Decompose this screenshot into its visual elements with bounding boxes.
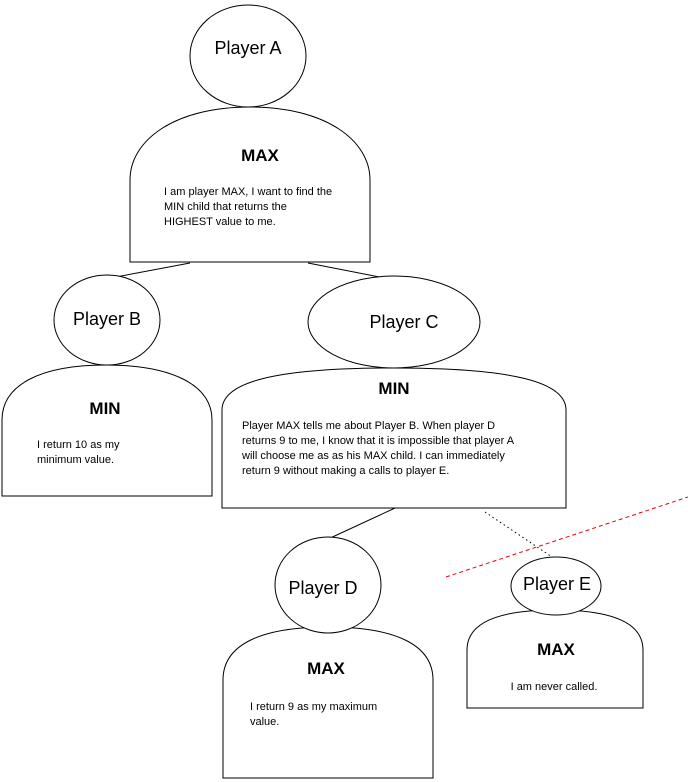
player-d-head	[274, 536, 382, 634]
node-player-a: Player A MAX I am player MAX, I want to …	[129, 4, 371, 263]
player-e-body	[466, 609, 644, 709]
prune-cut-line	[445, 496, 688, 578]
player-d-role: MAX	[307, 659, 345, 678]
player-e-role: MAX	[537, 640, 575, 659]
player-b-name: Player B	[73, 309, 141, 329]
node-player-c: Player C MIN Player MAX tells me about P…	[221, 275, 567, 509]
player-d-name: Player D	[288, 578, 357, 598]
player-d-desc-2: value.	[250, 716, 279, 728]
edge-c-d	[325, 507, 396, 541]
player-c-desc-2: returns 9 to me, I know that it is impos…	[242, 435, 515, 447]
player-c-name: Player C	[369, 312, 438, 332]
player-c-desc-4: return 9 without making a calls to playe…	[242, 465, 449, 477]
player-b-desc-1: I return 10 as my	[37, 439, 120, 451]
player-b-body	[1, 364, 213, 497]
player-a-name: Player A	[214, 38, 281, 58]
edge-c-e-dotted	[484, 511, 556, 560]
player-e-name: Player E	[523, 574, 591, 594]
player-c-desc-1: Player MAX tells me about Player B. When…	[242, 420, 495, 432]
player-d-desc-1: I return 9 as my maximum	[250, 701, 377, 713]
player-a-role: MAX	[241, 146, 279, 165]
player-b-desc-2: minimum value.	[37, 454, 114, 466]
node-player-b: Player B MIN I return 10 as my minimum v…	[1, 274, 213, 497]
node-player-d: Player D MAX I return 9 as my maximum va…	[222, 536, 434, 779]
player-a-head	[189, 4, 307, 108]
player-a-desc-3: HIGHEST value to me.	[164, 216, 276, 228]
player-e-desc-1: I am never called.	[511, 681, 598, 693]
player-b-head	[53, 274, 161, 366]
player-e-head	[510, 556, 602, 616]
player-c-head	[307, 275, 481, 369]
node-player-e: Player E MAX I am never called.	[466, 556, 644, 709]
player-a-body	[129, 106, 371, 263]
player-b-role: MIN	[89, 399, 120, 418]
player-a-desc-1: I am player MAX, I want to find the	[164, 186, 332, 198]
player-a-desc-2: MIN child that returns the	[164, 201, 287, 213]
player-c-desc-3: will choose me as as his MAX child. I ca…	[241, 450, 505, 462]
player-c-role: MIN	[378, 379, 409, 398]
